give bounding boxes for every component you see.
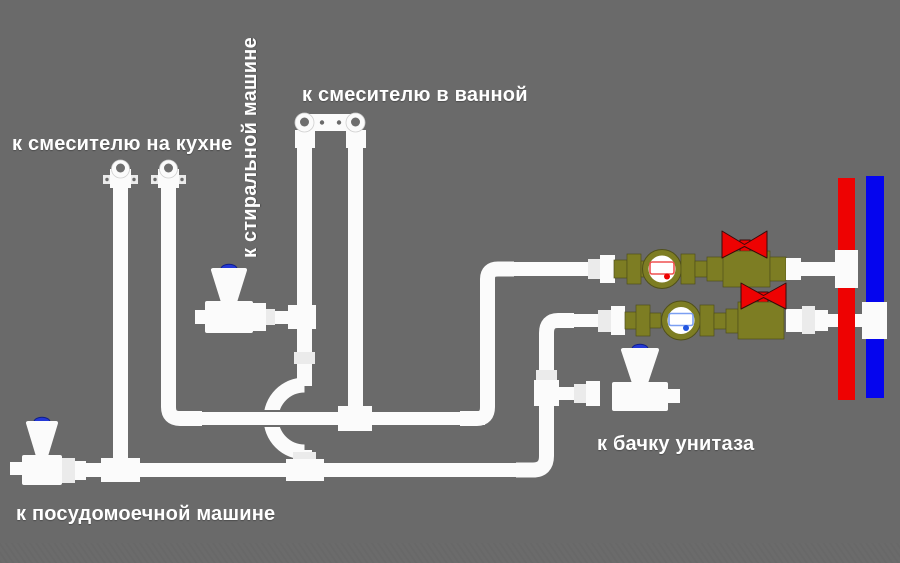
bypass-tee (286, 459, 324, 481)
hot-feed-pipe (480, 255, 615, 397)
cold-meter-register (668, 312, 694, 327)
label-washing-machine: к стиральной машине (239, 37, 261, 258)
cold-drop-pipe (516, 340, 559, 478)
hot-distribution-line (161, 392, 495, 431)
cold-riser-tee (862, 302, 887, 339)
cold-water-riser (866, 176, 884, 398)
label-toilet-tank: к бачку унитаза (597, 433, 755, 455)
cold-shutoff-valve (725, 282, 787, 340)
kitchen-cold-pipe (113, 186, 128, 463)
cold-valve-handle (740, 282, 787, 310)
watermark-strip (0, 543, 900, 563)
hot-meter-register (649, 261, 675, 275)
toilet-valve-handle (621, 348, 659, 385)
bathroom-mixer-bracket (294, 112, 366, 148)
kitchen-tee (101, 458, 140, 482)
dishwasher-valve (10, 416, 86, 485)
bathroom-hot-pipe (348, 148, 363, 412)
washing-machine-valve (195, 263, 316, 333)
bathroom-cold-pipe (294, 148, 315, 386)
hot-water-riser (838, 178, 855, 400)
cold-distribution-line (86, 458, 522, 482)
dishwasher-valve-handle (26, 421, 58, 458)
toilet-tank-valve (554, 343, 680, 411)
hot-water-meter (613, 249, 708, 289)
cold-meter-dot (683, 325, 689, 331)
hot-shutoff-valve (706, 230, 838, 288)
washing-machine-tee (288, 305, 316, 329)
cold-feed-pipe (539, 306, 868, 348)
hot-meter-dot (664, 273, 670, 280)
kitchen-wall-elbows (103, 159, 186, 188)
label-kitchen-mixer: к смесителю на кухне (12, 133, 233, 155)
washing-valve-handle (211, 268, 247, 304)
cold-water-meter (624, 300, 727, 341)
label-dishwasher: к посудомоечной машине (16, 503, 276, 525)
label-bathroom-mixer: к смесителю в ванной (302, 84, 528, 106)
kitchen-hot-pipe (161, 186, 176, 402)
hot-valve-handle (721, 230, 768, 259)
hot-riser-tee (835, 250, 858, 288)
